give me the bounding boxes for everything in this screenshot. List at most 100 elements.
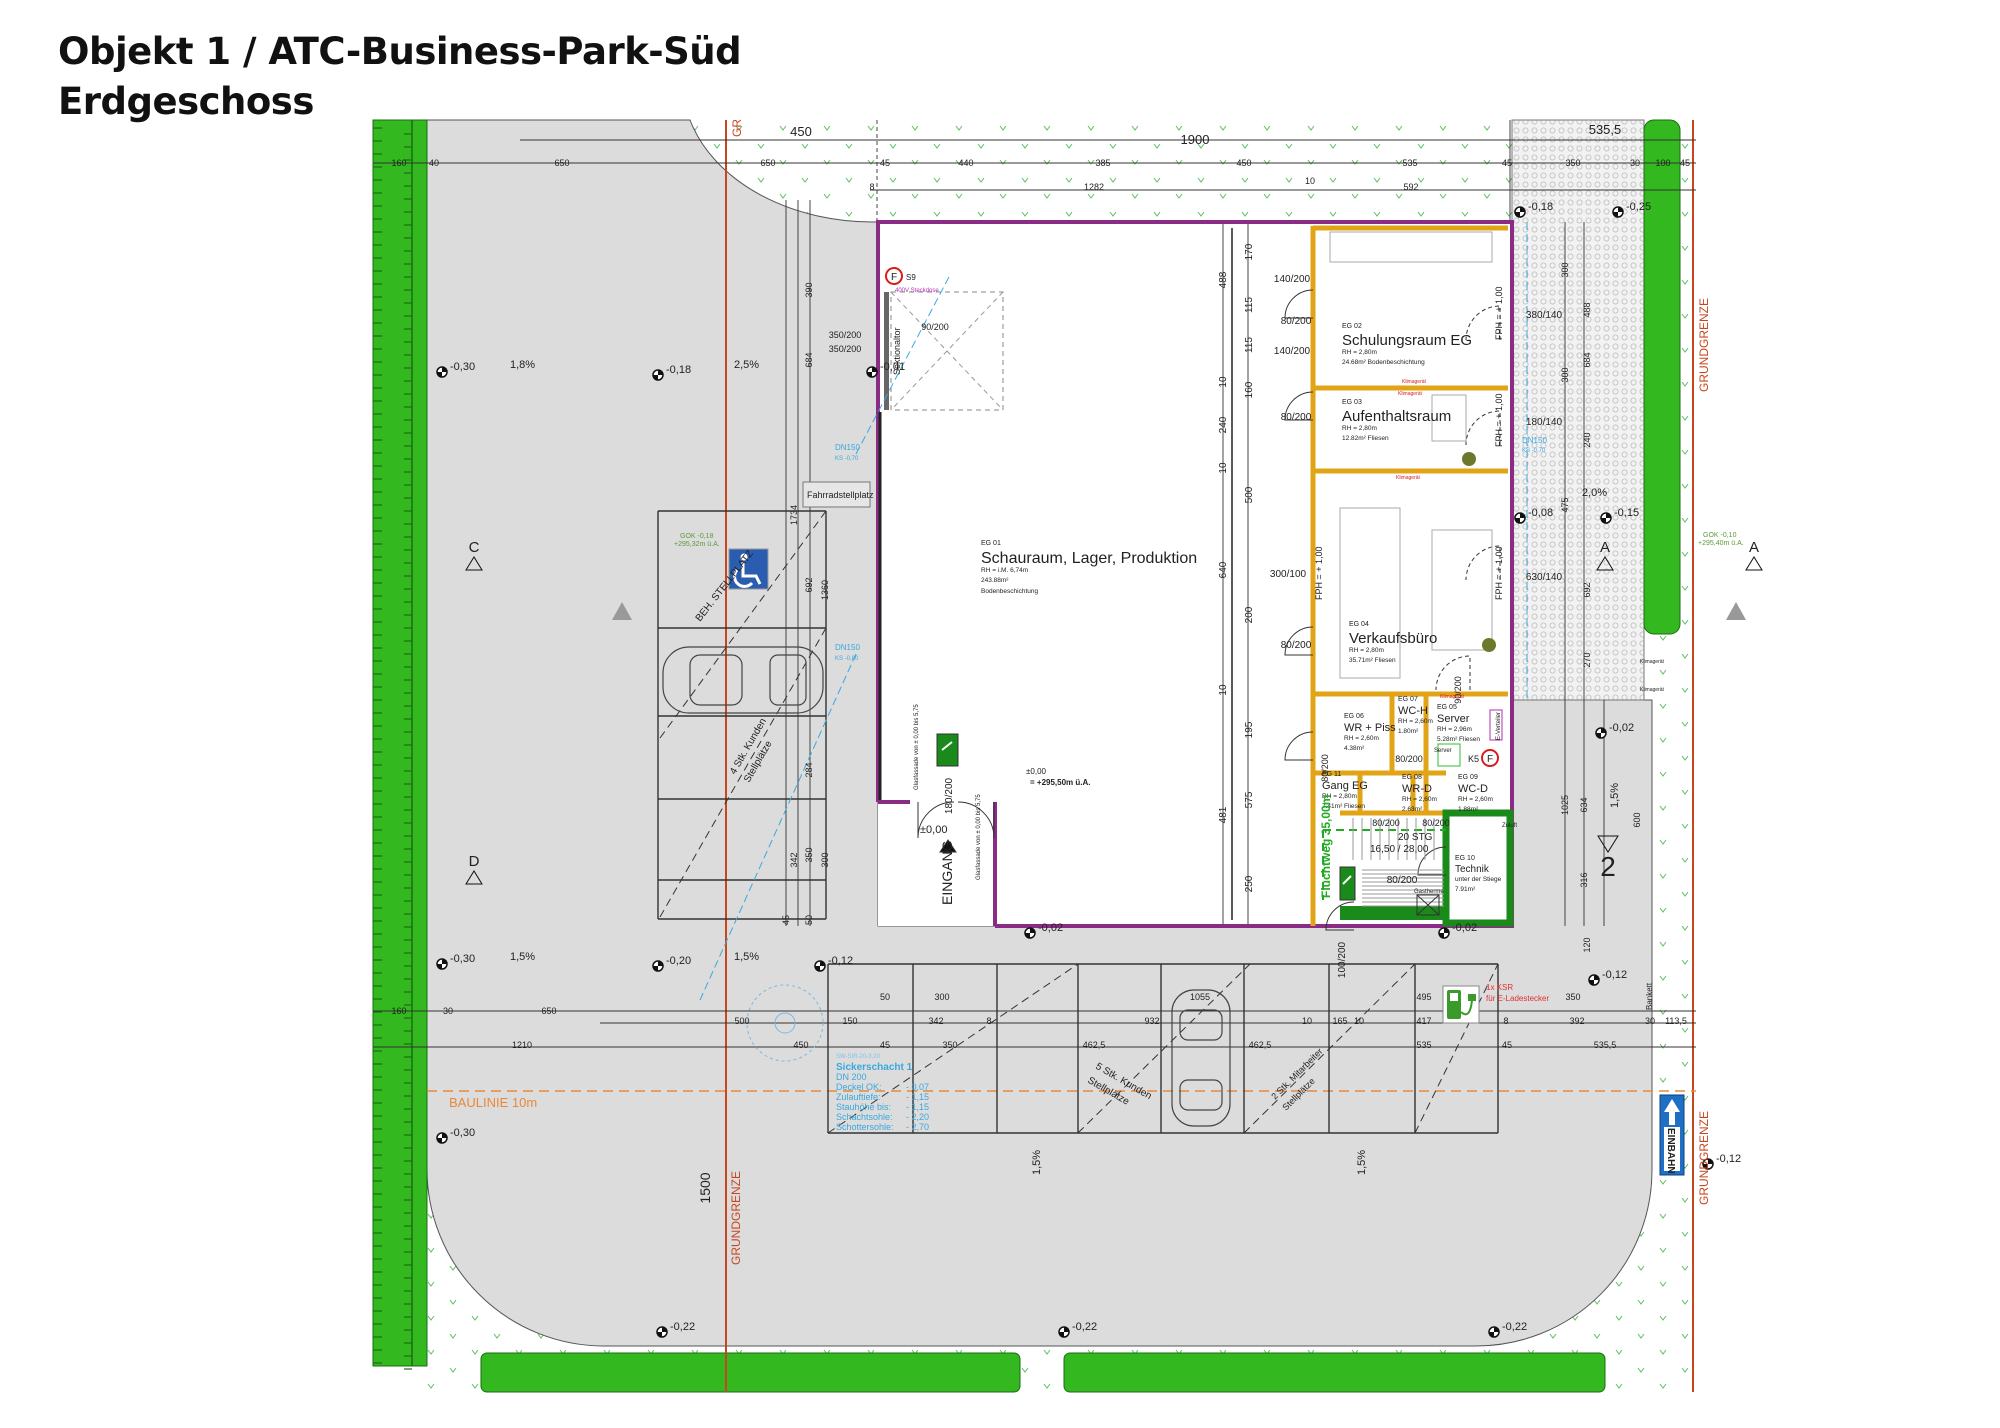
escape-route-line <box>1322 829 1446 900</box>
sickerschacht-row-key: Deckel OK: <box>836 1082 882 1092</box>
dn150-b-label: DN150 <box>835 643 860 652</box>
room-id: EG 10 <box>1455 855 1475 862</box>
door-tag: 140/200 <box>1274 346 1311 357</box>
elevation-label: -0,12 <box>828 955 853 967</box>
dimension-label: 10 <box>1354 1016 1364 1026</box>
dimension-label: 500 <box>1244 486 1255 503</box>
room-area: 1.80m² <box>1398 728 1419 735</box>
fire-extinguisher-icon <box>1481 749 1499 767</box>
green-hedge-right <box>1643 119 1681 635</box>
dimension-label: 30 <box>1630 158 1640 168</box>
dimension-label: 500 <box>734 1016 749 1026</box>
room-id: EG 05 <box>1437 704 1457 711</box>
door-tag: 80/200 <box>1281 412 1312 423</box>
dimension-label: 390 <box>804 282 814 297</box>
dimension-label: 640 <box>1218 561 1229 578</box>
plant-icon <box>1482 638 1496 652</box>
room-height: RH = 2,80m <box>1322 793 1357 800</box>
dimension-label: 100 <box>1655 158 1670 168</box>
dimension-label: 462,5 <box>1249 1040 1272 1050</box>
section-marker-label: C <box>469 539 480 556</box>
dimension-label: 40 <box>429 158 439 168</box>
eingang-label: EINGANG <box>939 840 955 905</box>
dimension-label: 350 <box>1565 158 1580 168</box>
sickerschacht-row-key: Schachtsohle: <box>836 1112 893 1122</box>
section-number: 2 <box>1600 851 1616 882</box>
elevation-label: -0,30 <box>450 361 475 373</box>
dimension-label: 692 <box>804 577 814 592</box>
sickerschacht-row-value: - 2,20 <box>906 1112 929 1122</box>
section-marker-label: D <box>469 853 480 870</box>
dimension-label: 10 <box>1218 376 1229 388</box>
sickerschacht-row-key: Stauhöhe bis: <box>836 1102 891 1112</box>
server-rack <box>1437 743 1461 767</box>
room-height: RH = 2,60m <box>1344 735 1379 742</box>
handicap-sign <box>728 548 769 590</box>
office-walls <box>1310 225 1508 926</box>
dimension-label: 150 <box>842 1016 857 1026</box>
gr-short-label: GR <box>730 119 744 137</box>
drainage-lines <box>699 222 1528 1001</box>
room-area: 7.91m² <box>1455 886 1476 893</box>
slope-label: 1,5% <box>510 951 535 963</box>
dimension-label: 634 <box>1579 797 1589 812</box>
zero-l2-label: = +295,50m ü.A. <box>1030 778 1090 787</box>
tor-dimension-label: 350/200 <box>829 330 862 340</box>
slope-label: 1,5% <box>1609 783 1621 808</box>
dimension-label: 535,5 <box>1594 1040 1617 1050</box>
gok-left-l2-label: +295,32m ü.A. <box>674 541 720 548</box>
elevation-label: -0,30 <box>450 1127 475 1139</box>
slope-label: 1,5% <box>734 951 759 963</box>
room-id: EG 04 <box>1349 621 1369 628</box>
gastherme-box <box>1416 894 1440 916</box>
door-tag: 140/200 <box>1274 274 1311 285</box>
dimension-label: 650 <box>760 158 775 168</box>
building-outline <box>876 220 1514 928</box>
room-name: Server <box>1437 713 1470 725</box>
one-way-sign <box>1659 1094 1685 1176</box>
elevation-label: -0,22 <box>670 1321 695 1333</box>
door-tag: 80/200 <box>1422 818 1450 828</box>
green-hedge-bottom-left <box>480 1352 1021 1393</box>
north-triangle-icon <box>612 602 632 620</box>
dimension-label: 160 <box>391 158 406 168</box>
room-height: RH = 2,80m <box>1342 349 1377 356</box>
dimension-label: 450 <box>790 124 812 139</box>
room-name: Technik <box>1455 864 1490 875</box>
parking-diagonals <box>659 510 1499 1134</box>
dimension-label: 10 <box>1305 176 1315 186</box>
dimension-label: 350 <box>942 1040 957 1050</box>
elevation-label: -0,08 <box>1528 507 1553 519</box>
dimension-label: 45 <box>781 915 791 925</box>
dimension-label: 113,5 <box>1665 1016 1687 1026</box>
parking-bays-bottom <box>827 963 1499 1134</box>
emergency-exit-sign <box>936 733 959 767</box>
room-name: WR + Piss <box>1344 722 1396 734</box>
dimension-label: 8 <box>1503 1016 1508 1026</box>
elevation-label: ±0,00 <box>920 824 947 836</box>
room-area: 7.41m² Fliesen <box>1322 803 1365 810</box>
ks-c-label: KS -0,70 <box>1522 448 1546 454</box>
stg-l1-label: 20 STG <box>1398 832 1433 843</box>
dimension-label: 488 <box>1582 302 1592 317</box>
dimension-label: 250 <box>1244 875 1255 892</box>
dimension-label: 481 <box>1218 806 1229 823</box>
bankett-label: Bankett <box>1645 982 1654 1010</box>
slope-label: 1,8% <box>510 359 535 371</box>
fire-f-label: F <box>891 272 897 283</box>
door-tag: 180/200 <box>944 777 955 814</box>
sektionaltor-door <box>884 292 889 410</box>
sickerschacht-row-value: - 1,15 <box>906 1092 929 1102</box>
dimension-label: 50 <box>880 992 890 1002</box>
glasfassade-label: Glasfassade von ± 0,00 bis 5,75 <box>914 704 920 790</box>
dimension-label: 300 <box>1560 262 1570 277</box>
room-height: RH = 2,60m <box>1458 796 1493 803</box>
door-tag: 90/200 <box>921 322 949 332</box>
door-tag: 80/200 <box>1281 640 1312 651</box>
room-area: 243.88m² <box>981 577 1009 584</box>
room-area: 5.28m² Fliesen <box>1437 736 1480 743</box>
dn150-c-label: DN150 <box>1522 436 1547 445</box>
dimension-label: 495 <box>1416 992 1431 1002</box>
dimension-label: 120 <box>1582 937 1592 952</box>
